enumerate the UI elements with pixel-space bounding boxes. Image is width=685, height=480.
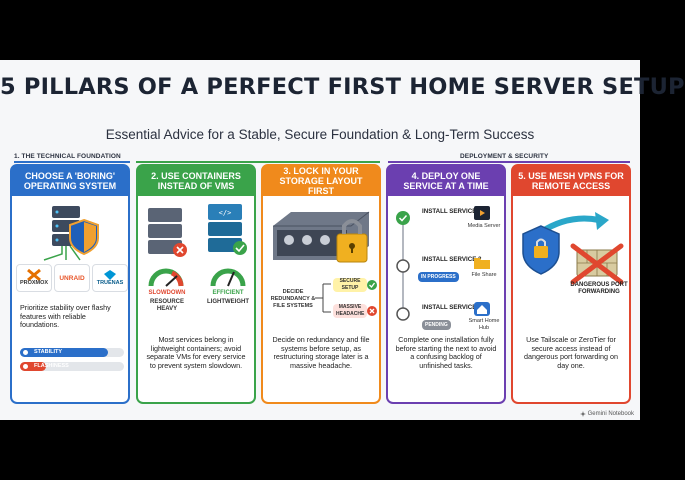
pillar-description: Complete one installation fully before s… — [395, 335, 497, 370]
smart-home-hub-label: Smart Home Hub — [468, 318, 500, 331]
pillar-description: Most services belong in lightweight cont… — [146, 335, 246, 370]
unraid-logo: UNRAID — [54, 264, 90, 292]
watermark-text: Gemini Notebook — [587, 411, 634, 417]
group-divider — [14, 161, 130, 163]
page-title: 5 PILLARS OF A PERFECT FIRST HOME SERVER… — [0, 74, 685, 100]
slow-gauge-icon — [148, 268, 184, 287]
page-subtitle: Essential Advice for a Stable, Secure Fo… — [105, 127, 535, 142]
file-share-label: File Share — [471, 272, 497, 278]
pillar-description: Prioritize stability over flashy feature… — [20, 303, 111, 330]
server-shield-icon — [43, 206, 99, 261]
group-label-technical: 1. THE TECHNICAL FOUNDATION — [14, 153, 121, 160]
step-1-label: INSTALL SERVICE 1 — [422, 208, 482, 215]
media-server-icon — [474, 206, 490, 220]
secure-setup-label: SECURE SETUP — [333, 278, 367, 292]
pillar-header: 4. DEPLOY ONE SERVICE AT A TIME — [388, 166, 504, 196]
pillar-header: CHOOSE A 'BORING' OPERATING SYSTEM — [12, 166, 128, 196]
status-badge-in-progress: IN PROGRESS — [418, 272, 459, 282]
pillar-description: Decide on redundancy and file systems be… — [272, 335, 370, 370]
pillar-card-storage: 3. LOCK IN YOUR STORAGE LAYOUT FIRST DEC… — [261, 164, 381, 404]
flashiness-label: FLASHINESS — [34, 363, 69, 369]
stability-label: STABILITY — [34, 349, 63, 355]
proxmox-icon — [27, 268, 41, 282]
pillar-header: 5. USE MESH VPNS FOR REMOTE ACCESS — [513, 166, 629, 196]
svg-text:</>: </> — [219, 209, 232, 217]
efficient-label: EFFICIENT — [212, 290, 244, 296]
dangerous-port-forwarding-label: DANGEROUS PORT FORWARDING — [570, 282, 628, 295]
stability-bar: STABILITY — [20, 348, 124, 357]
pillar-card-vpn: 5. USE MESH VPNS FOR REMOTE ACCESS DANGE… — [511, 164, 631, 404]
pillar-description: Use Tailscale or ZeroTier for secure acc… — [524, 335, 618, 370]
group-label-deployment: DEPLOYMENT & SECURITY — [460, 153, 549, 160]
pillar-card-deploy: 4. DEPLOY ONE SERVICE AT A TIME INSTALL … — [386, 164, 506, 404]
fast-gauge-icon — [210, 268, 246, 287]
pillar-card-containers: 2. USE CONTAINERS INSTEAD OF VMS </> SLO… — [136, 164, 256, 404]
infographic: 5 PILLARS OF A PERFECT FIRST HOME SERVER… — [0, 60, 685, 420]
drive-bay-lock-icon — [273, 211, 370, 263]
status-badge-pending: PENDING — [422, 320, 451, 330]
lightweight-label: LIGHTWEIGHT — [207, 299, 249, 305]
bar-dot — [23, 350, 28, 355]
group-divider — [388, 161, 630, 163]
folder-icon — [474, 258, 490, 269]
group-divider — [136, 161, 380, 163]
home-icon — [474, 302, 490, 316]
truenas-logo: TRUENAS — [92, 264, 128, 292]
vpn-shield-icon — [522, 212, 624, 285]
truenas-icon — [104, 270, 116, 280]
media-server-label: Media Server — [467, 223, 501, 229]
timeline-icon — [396, 211, 410, 321]
decide-label: DECIDE REDUNDANCY & FILE SYSTEMS — [270, 289, 316, 309]
pillar-header: 3. LOCK IN YOUR STORAGE LAYOUT FIRST — [263, 166, 379, 196]
flashiness-bar-fill — [20, 362, 46, 371]
x-icon — [367, 306, 377, 316]
step-2-label: INSTALL SERVICE 2 — [422, 256, 482, 263]
massive-headache-label: MASSIVE HEADACHE — [333, 304, 367, 318]
check-icon — [367, 280, 377, 290]
resource-heavy-label: RESOURCE HEAVY — [149, 299, 184, 312]
proxmox-logo: PROXMOX — [16, 264, 52, 292]
branch-arrow-icon — [315, 283, 331, 313]
watermark: Gemini Notebook — [579, 411, 634, 417]
slowdown-label: SLOWDOWN — [148, 290, 186, 296]
flashiness-bar: FLASHINESS — [20, 362, 124, 371]
stability-bar-fill — [20, 348, 109, 357]
pillar-header: 2. USE CONTAINERS INSTEAD OF VMS — [138, 166, 254, 196]
vm-vs-container-icon: </> — [148, 204, 247, 257]
step-3-label: INSTALL SERVICE 3 — [422, 304, 482, 311]
bar-dot — [23, 364, 28, 369]
pillar-card-os: CHOOSE A 'BORING' OPERATING SYSTEM PROXM… — [10, 164, 130, 404]
sparkle-icon — [579, 411, 586, 417]
